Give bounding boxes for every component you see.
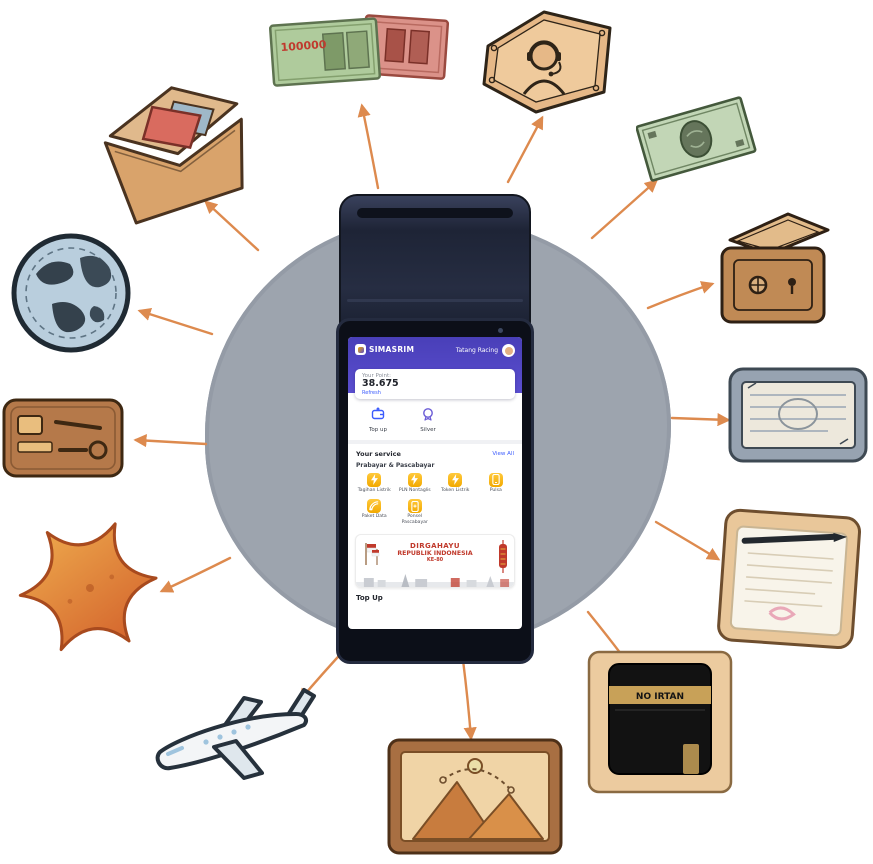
service-token-listrik[interactable]: Token Listrik: [435, 472, 476, 494]
rupiah-banknotes-illustration: 100000: [268, 8, 450, 104]
customer-service-illustration: [478, 6, 618, 118]
points-card: Your Point: 38.675 Refresh: [355, 369, 515, 399]
notebook-illustration: [714, 504, 866, 656]
brand: SIMASRIM: [355, 344, 414, 355]
printer-seam: [347, 299, 523, 302]
user-account[interactable]: Tatang Racing: [456, 344, 515, 357]
independence-day-banner: DIRGAHAYU REPUBLIK INDONESIA KE-80: [355, 534, 515, 589]
airplane-illustration: [148, 674, 320, 796]
service-ponsel-pascabayar[interactable]: Ponsel Pascabayar: [395, 499, 436, 525]
banknote-frame-illustration: [726, 362, 871, 468]
indonesian-flags-icon: [365, 543, 380, 566]
printer-unit: [339, 194, 531, 330]
service-tagihan-listrik[interactable]: Tagihan Listrik: [354, 472, 395, 494]
electricity-token-icon: [448, 472, 463, 487]
postpaid-phone-icon: [407, 499, 422, 514]
app-logo-icon: [355, 344, 366, 355]
topup-label: Top up: [368, 426, 387, 433]
section-divider: [348, 439, 522, 444]
pln-nontaglis-icon: [407, 472, 422, 487]
silver-label: Silver: [420, 426, 436, 433]
user-avatar[interactable]: [502, 344, 515, 357]
city-skyline-icon: [356, 574, 514, 588]
kaaba-illustration: NO IRTAN: [585, 648, 735, 796]
kaaba-band-text: NO IRTAN: [636, 692, 684, 702]
service-grid: Tagihan Listrik PLN Nontaglis Token List…: [348, 472, 522, 530]
quick-actions: Top up Silver: [348, 399, 522, 440]
service-paket-data[interactable]: Paket Data: [354, 499, 395, 525]
service-header: Your service View All: [348, 444, 522, 460]
electricity-bill-icon: [367, 472, 382, 487]
topup-section-title: Top Up: [356, 594, 383, 603]
app-screen: SIMASRIM Tatang Racing Your Point: 38.67…: [348, 337, 522, 629]
toolbox-illustration: [0, 388, 128, 488]
refresh-link[interactable]: Refresh: [362, 389, 381, 396]
topup-icon: [371, 407, 385, 420]
banknote-value-text: 100000: [280, 38, 327, 54]
silver-button[interactable]: Silver: [414, 407, 442, 433]
red-lantern-icon: [499, 540, 507, 574]
paper-slot: [357, 208, 513, 218]
points-label: Your Point:: [362, 373, 391, 379]
globe-illustration: [6, 228, 138, 358]
phone-credit-icon: [488, 472, 503, 487]
view-all-link[interactable]: View All: [492, 450, 514, 457]
banner-text: DIRGAHAYU REPUBLIK INDONESIA KE-80: [397, 542, 473, 564]
brand-name: SIMASRIM: [369, 345, 415, 354]
front-camera: [498, 328, 503, 333]
service-pln-nontaglis[interactable]: PLN Nontaglis: [395, 472, 436, 494]
service-pulsa[interactable]: Pulsa: [476, 472, 517, 494]
points-value: 38.675: [362, 378, 399, 389]
starfish-illustration: [16, 512, 164, 664]
cash-safe-illustration: [700, 204, 840, 336]
topup-button[interactable]: Top up: [364, 407, 392, 433]
section-title: Prabayar & Pascabayar: [356, 461, 435, 469]
pos-terminal: SIMASRIM Tatang Racing Your Point: 38.67…: [336, 194, 534, 664]
device-body: SIMASRIM Tatang Racing Your Point: 38.67…: [336, 318, 534, 664]
dollar-bill-illustration: [635, 84, 758, 204]
wallet-with-cards-illustration: [85, 68, 265, 230]
user-name: Tatang Racing: [455, 347, 498, 354]
silver-badge-icon: [423, 408, 433, 421]
landscape-picture-illustration: [385, 734, 565, 860]
service-title: Your service: [356, 449, 401, 458]
data-package-icon: [367, 499, 382, 514]
